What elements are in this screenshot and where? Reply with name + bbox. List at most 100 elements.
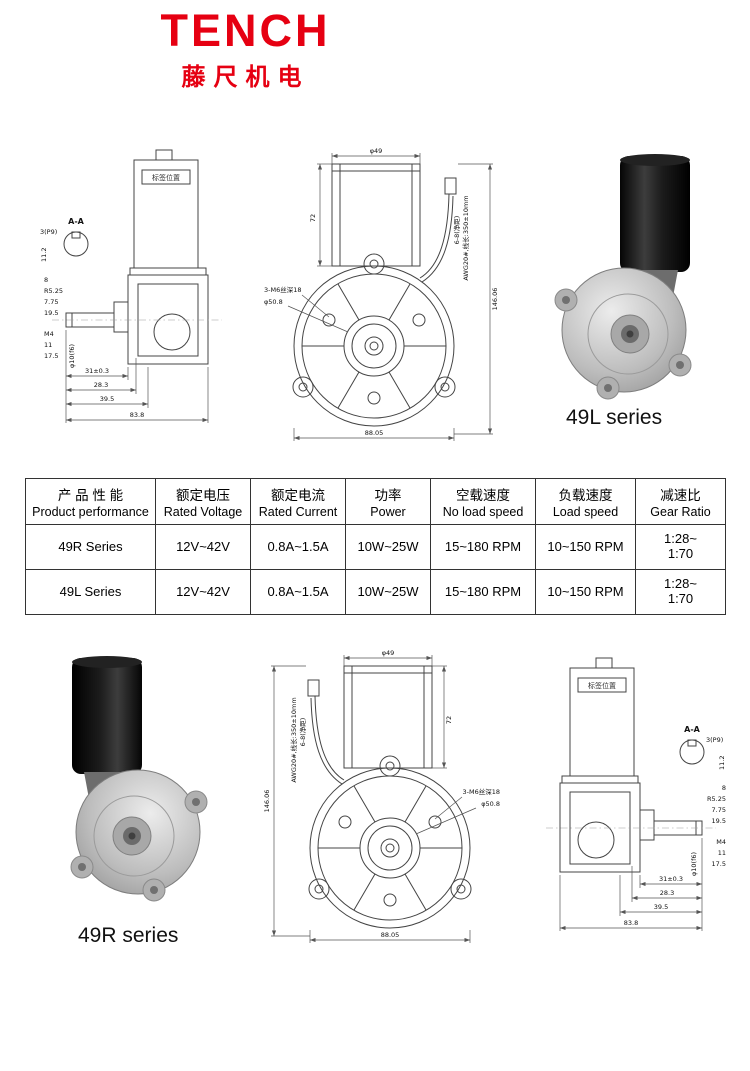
col-header-no-load-speed: 空载速度 No load speed — [430, 478, 536, 525]
dim-pilot-dia: φ50.8 — [264, 298, 283, 306]
label-position-text: 标签位置 — [152, 173, 180, 182]
cell-load-speed: 10~150 RPM — [535, 568, 636, 615]
label-position-text: 标签位置 — [588, 681, 616, 690]
dim-motor-length: 72 — [309, 214, 317, 222]
dim-key-height: 11.2 — [718, 756, 726, 770]
dim-keyway: 3(P9) — [40, 228, 57, 236]
series-label-49r: 49R series — [78, 924, 179, 947]
cell-power: 10W~25W — [345, 524, 431, 570]
cell-no-load-speed: 15~180 RPM — [430, 524, 536, 570]
header-en: No load speed — [442, 505, 524, 519]
dim-11: 11 — [44, 341, 52, 349]
front-view-49r: φ49 72 146.06 AWG20#,线长:350±10mm 6-8(净距)… — [263, 649, 500, 943]
wire-gap-label: 6-8(净距) — [452, 216, 461, 245]
col-header-gear-ratio: 减速比 Gear Ratio — [635, 478, 726, 525]
col-header-voltage: 额定电压 Rated Voltage — [155, 478, 251, 525]
dim-775: 7.75 — [712, 806, 726, 814]
dim-gearbox-width: 88.05 — [381, 931, 400, 939]
spec-row-49l: 49L Series 12V~42V 0.8A~1.5A 10W~25W 15~… — [25, 568, 726, 615]
cell-model: 49L Series — [25, 568, 156, 615]
dim-31: 31±0.3 — [659, 875, 683, 883]
dim-motor-dia: φ49 — [382, 649, 395, 657]
dim-175: 17.5 — [44, 352, 58, 360]
dim-keyway: 3(P9) — [706, 736, 723, 744]
header-cn: 产 品 性 能 — [57, 488, 124, 503]
header-cn: 功率 — [374, 488, 402, 503]
cell-voltage: 12V~42V — [155, 524, 251, 570]
cell-current: 0.8A~1.5A — [250, 568, 346, 615]
dim-8: 8 — [44, 276, 48, 284]
header-cn: 额定电压 — [176, 488, 230, 503]
dim-r525: R5.25 — [44, 287, 63, 295]
wire-spec-label: AWG20#,线长:350±10mm — [289, 697, 298, 782]
motor-photo — [70, 656, 208, 902]
dim-838: 83.8 — [130, 411, 144, 419]
col-header-load-speed: 负载速度 Load speed — [535, 478, 636, 525]
dim-r525: R5.25 — [707, 795, 726, 803]
dim-775: 7.75 — [44, 298, 58, 306]
header-en: Gear Ratio — [650, 505, 711, 519]
brand-name-chinese: 藤尺机电 — [181, 64, 310, 91]
header-cn: 空载速度 — [456, 488, 510, 503]
dim-m4: M4 — [44, 330, 54, 338]
dim-total-height: 146.06 — [263, 790, 271, 813]
col-header-current: 额定电流 Rated Current — [250, 478, 346, 525]
side-view-49l: 31±0.3 28.3 39.5 83.8 A-A 3(P9) 11.2 8 R… — [40, 149, 222, 423]
side-view-outline — [63, 149, 209, 365]
dim-key-height: 11.2 — [40, 248, 48, 262]
cell-current: 0.8A~1.5A — [250, 524, 346, 570]
header-en: Rated Current — [258, 505, 338, 519]
dim-total-height: 146.06 — [491, 288, 499, 311]
front-view-outline — [307, 665, 472, 929]
photo-49l — [554, 154, 692, 400]
side-view-dimensions: 31±0.3 28.3 39.5 83.8 A-A 3(P9) 11.2 8 R… — [559, 725, 726, 931]
brand-name: TENCH — [160, 5, 331, 56]
dim-shaft-dia: φ10(f6) — [690, 852, 698, 876]
brand-logo: TENCH 藤尺机电 — [138, 8, 353, 92]
header-en: Power — [370, 505, 406, 519]
dim-gearbox-width: 88.05 — [365, 429, 384, 437]
header-cn: 额定电流 — [271, 488, 325, 503]
dim-motor-dia: φ49 — [370, 147, 383, 155]
side-view-49r: 31±0.3 28.3 39.5 83.8 A-A 3(P9) 11.2 8 R… — [546, 657, 726, 931]
dim-11: 11 — [718, 849, 726, 857]
spec-row-49r: 49R Series 12V~42V 0.8A~1.5A 10W~25W 15~… — [25, 524, 726, 570]
photo-49r — [70, 656, 208, 902]
mount-holes-label: 3-M6丝深18 — [264, 285, 302, 294]
dim-pilot-dia: φ50.8 — [481, 800, 500, 808]
cell-gear-ratio: 1:28~ 1:70 — [635, 524, 726, 570]
cell-voltage: 12V~42V — [155, 568, 251, 615]
side-view-dimensions: 31±0.3 28.3 39.5 83.8 A-A 3(P9) 11.2 8 R… — [40, 217, 209, 423]
dim-195: 19.5 — [44, 309, 58, 317]
dim-31: 31±0.3 — [85, 367, 109, 375]
wire-spec-label: AWG20#,线长:350±10mm — [461, 195, 470, 280]
section-mark: A-A — [68, 217, 85, 226]
dim-395: 39.5 — [654, 903, 668, 911]
cell-power: 10W~25W — [345, 568, 431, 615]
dim-shaft-dia: φ10(f6) — [68, 344, 76, 368]
header-en: Product performance — [32, 505, 149, 519]
dim-175: 17.5 — [712, 860, 726, 868]
front-view-dimensions: φ49 72 146.06 AWG20#,线长:350±10mm 6-8(净距)… — [264, 147, 499, 441]
front-view-dimensions: φ49 72 146.06 AWG20#,线长:350±10mm 6-8(净距)… — [263, 649, 500, 943]
dim-m4: M4 — [716, 838, 726, 846]
cell-load-speed: 10~150 RPM — [535, 524, 636, 570]
header-en: Load speed — [552, 505, 619, 519]
section-mark: A-A — [684, 725, 701, 734]
series-label-49l: 49L series — [566, 406, 663, 429]
cell-no-load-speed: 15~180 RPM — [430, 568, 536, 615]
dim-283: 28.3 — [660, 889, 674, 897]
mount-holes-label: 3-M6丝深18 — [463, 787, 501, 796]
front-view-49l: φ49 72 146.06 AWG20#,线长:350±10mm 6-8(净距)… — [264, 147, 499, 441]
header-cn: 减速比 — [660, 488, 701, 503]
dim-8: 8 — [722, 784, 726, 792]
header-en: Rated Voltage — [163, 505, 243, 519]
header-cn: 负载速度 — [558, 488, 613, 503]
dim-motor-length: 72 — [445, 716, 453, 724]
cell-model: 49R Series — [25, 524, 156, 570]
dim-395: 39.5 — [100, 395, 114, 403]
spec-table: 产 品 性 能 Product performance 额定电压 Rated Vol… — [25, 478, 726, 615]
dim-283: 28.3 — [94, 381, 108, 389]
cell-gear-ratio: 1:28~ 1:70 — [635, 568, 726, 615]
